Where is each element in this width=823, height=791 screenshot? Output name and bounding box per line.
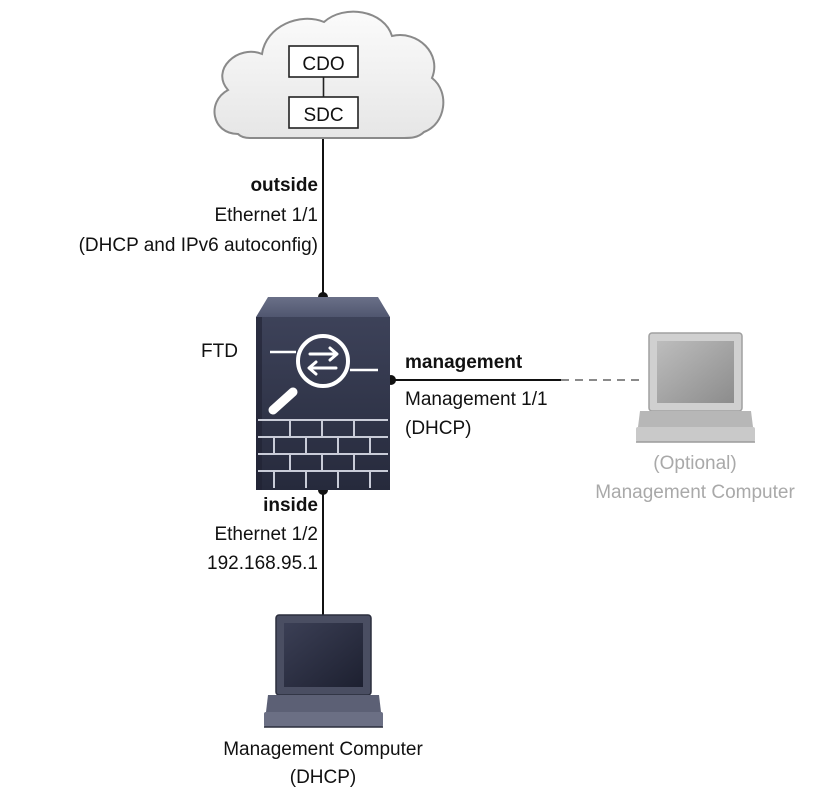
firewall-icon (256, 297, 390, 490)
inside-interface-address: 192.168.95.1 (207, 553, 318, 574)
management-interface-addressing: (DHCP) (405, 418, 472, 439)
sdc-box (288, 96, 359, 129)
outside-interface-name: outside (250, 175, 318, 196)
optional-computer-label: Management Computer (595, 482, 795, 503)
management-computer-label: Management Computer (223, 739, 423, 760)
inside-interface-port: Ethernet 1/2 (214, 524, 318, 545)
management-interface-port: Management 1/1 (405, 389, 548, 410)
outside-interface-addressing: (DHCP and IPv6 autoconfig) (78, 235, 318, 256)
sdc-label: SDC (303, 105, 343, 126)
laptop-icon (264, 614, 383, 728)
inside-interface-name: inside (263, 495, 318, 516)
management-interface-name: management (405, 352, 523, 373)
management-computer-addressing: (DHCP) (289, 767, 357, 788)
laptop-icon (636, 332, 755, 443)
firewall-label: FTD (201, 341, 238, 362)
optional-computer-note: (Optional) (653, 453, 737, 474)
cdo-box (288, 45, 359, 78)
outside-interface-port: Ethernet 1/1 (214, 205, 318, 226)
cdo-label: CDO (302, 54, 344, 75)
